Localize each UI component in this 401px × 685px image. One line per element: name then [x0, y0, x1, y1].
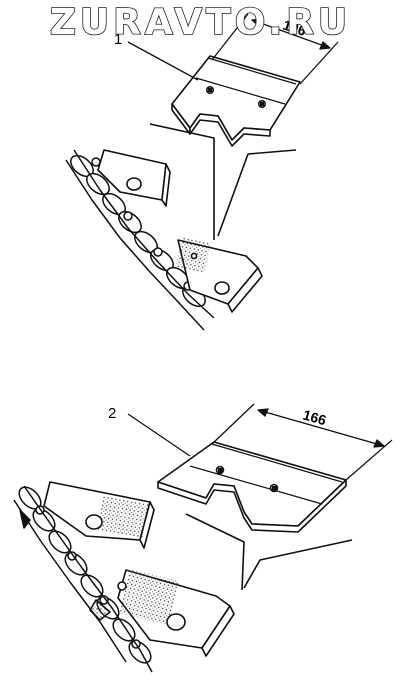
bottom-shoe-assembly: 166 2	[13, 403, 393, 673]
bottom-chain	[13, 481, 235, 673]
dimension-106	[211, 13, 339, 85]
dimension-166	[211, 403, 393, 481]
plate-1	[171, 55, 301, 147]
plate-2	[157, 441, 347, 533]
dimension-166-label: 166	[301, 407, 328, 429]
watermark-logo: ZURAVTO.RU	[49, 1, 352, 44]
top-chain	[65, 149, 263, 331]
top-shoe-assembly: 106 1	[65, 13, 339, 331]
callout-number-1: 1	[114, 31, 122, 48]
callout-number-2: 2	[108, 405, 116, 422]
dimension-106-label: 106	[281, 17, 308, 40]
